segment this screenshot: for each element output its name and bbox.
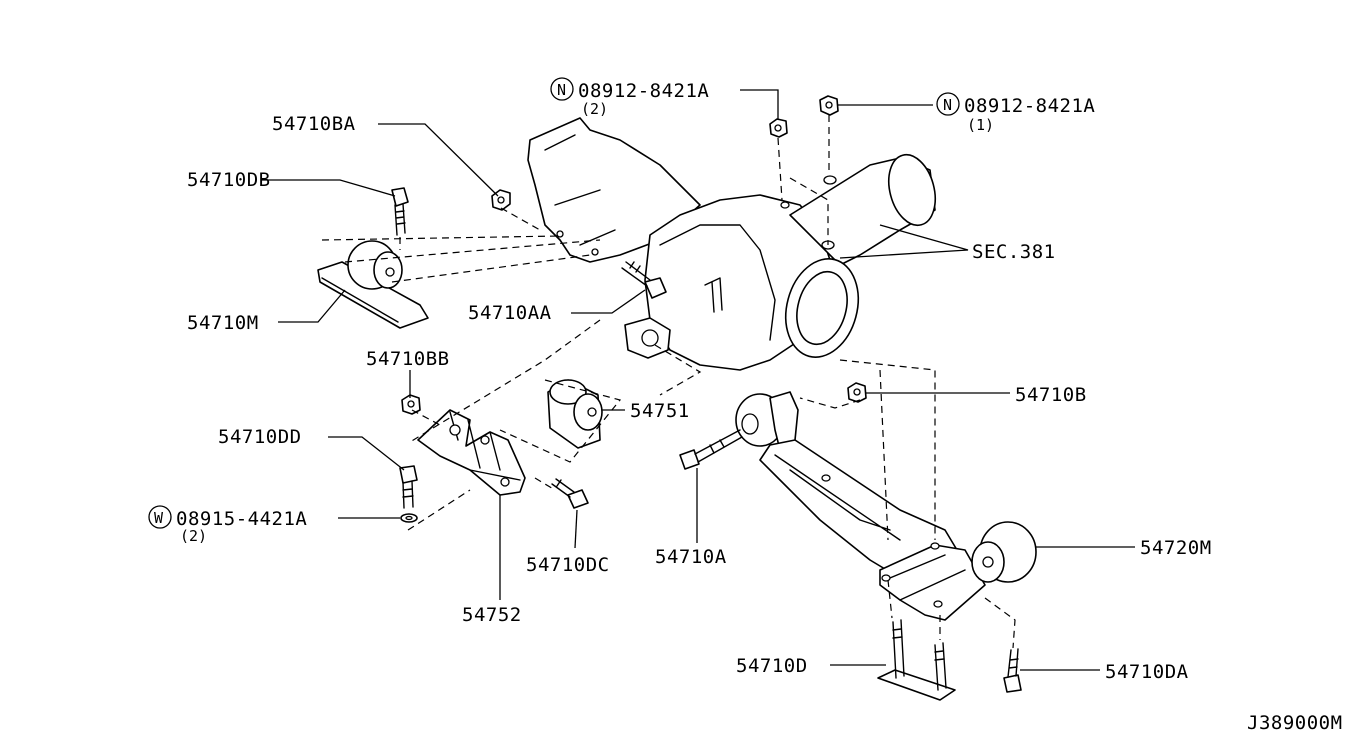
stud-bracket-54710d bbox=[877, 619, 956, 701]
label-54710bb: 54710BB bbox=[366, 348, 450, 370]
nut-marker-left-letter: N bbox=[557, 81, 566, 99]
label-54710m: 54710M bbox=[187, 312, 259, 334]
differential-housing bbox=[527, 117, 937, 371]
label-08915-qty: (2) bbox=[180, 527, 207, 545]
label-54751: 54751 bbox=[630, 400, 690, 422]
label-54710db: 54710DB bbox=[187, 169, 271, 191]
label-54710b: 54710B bbox=[1015, 384, 1087, 406]
label-08912-right-qty: (1) bbox=[967, 116, 994, 134]
label-54710d: 54710D bbox=[736, 655, 808, 677]
diagram-code: J389000M bbox=[1247, 712, 1343, 734]
member-54720m bbox=[735, 391, 1037, 621]
label-54720m: 54720M bbox=[1140, 537, 1212, 559]
nut-08912-right bbox=[819, 95, 839, 116]
mount-bracket-54710m bbox=[317, 240, 429, 329]
nut-54710ba bbox=[491, 189, 511, 211]
label-54710da: 54710DA bbox=[1105, 661, 1189, 683]
nut-marker-right-letter: N bbox=[943, 96, 952, 114]
washer-08915 bbox=[400, 513, 418, 523]
leader-lines bbox=[262, 89, 1135, 671]
bolt-54710a bbox=[679, 429, 743, 470]
bolt-54710db bbox=[391, 187, 409, 236]
nut-marker-left-icon bbox=[550, 77, 574, 101]
bush-54751 bbox=[547, 379, 603, 449]
labels: 54710BA 54710DB 54710M 54710AA 54710BB 5… bbox=[148, 77, 1343, 734]
bolt-54710dd bbox=[399, 465, 418, 509]
bracket-54752 bbox=[417, 409, 526, 496]
assembly-lines bbox=[321, 115, 1016, 649]
label-54710aa: 54710AA bbox=[468, 302, 552, 324]
nut-54710b bbox=[847, 382, 867, 403]
label-08912-left-qty: (2) bbox=[581, 100, 608, 118]
nut-08912-left bbox=[769, 118, 788, 138]
label-54752: 54752 bbox=[462, 604, 522, 626]
label-54710dd: 54710DD bbox=[218, 426, 302, 448]
washer-marker-icon bbox=[148, 505, 172, 529]
label-08912-8421a-right: 08912-8421A bbox=[964, 95, 1095, 117]
bolt-54710dc bbox=[551, 478, 589, 509]
label-sec-381: SEC.381 bbox=[972, 241, 1056, 263]
label-54710a: 54710A bbox=[655, 546, 727, 568]
label-54710dc: 54710DC bbox=[526, 554, 610, 576]
washer-marker-letter: W bbox=[154, 509, 164, 527]
label-54710ba: 54710BA bbox=[272, 113, 356, 135]
bolt-54710da bbox=[1003, 648, 1022, 693]
label-08912-8421a-left: 08912-8421A bbox=[578, 80, 709, 102]
label-08915-4421a: 08915-4421A bbox=[176, 508, 307, 530]
nut-marker-right-icon bbox=[936, 92, 960, 116]
nut-54710bb bbox=[401, 394, 421, 415]
bolt-54710aa bbox=[621, 261, 667, 299]
